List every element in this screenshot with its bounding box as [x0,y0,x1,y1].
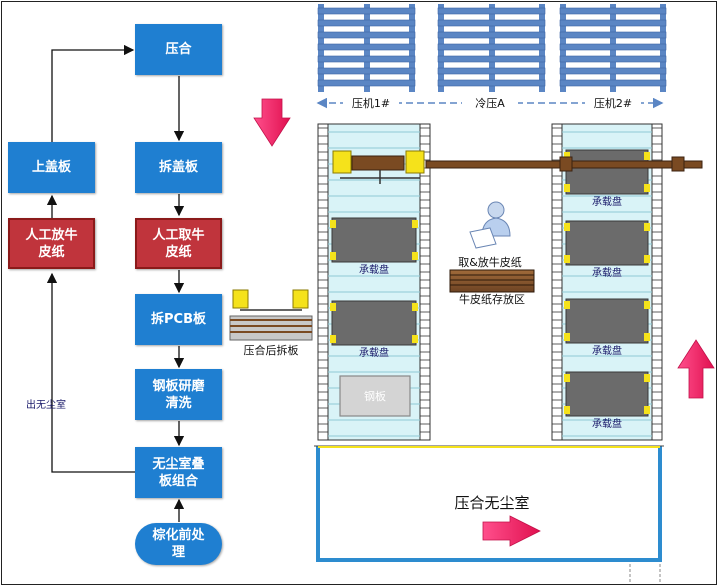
steel-plate-label: 钢板 [364,389,386,403]
cleanroom-border [316,446,662,562]
paper-storage-stack [449,269,535,293]
carrier-label: 承载盘 [359,263,389,276]
flow-node-put-cover: 上盖板 [8,142,95,193]
pink-up-arrow [677,339,715,399]
machine-label-press2: 压机2# [594,96,632,110]
carrier-tray: 承载盘 [330,217,418,276]
steel-plate [339,375,411,417]
carrier-tray: 承载盘 [564,371,650,430]
take-put-paper-label: 取&放牛皮纸 [458,255,522,269]
cleanroom-label: 压合无尘室 [454,494,529,512]
pink-right-arrow [482,515,541,547]
press-rack [437,4,546,92]
press-racks [317,4,667,92]
flow-node-remove-pcb: 拆PCB板 [135,294,222,345]
flow-node-remove-cover: 拆盖板 [135,142,222,193]
carrier-tray: 承载盘 [564,220,650,279]
flow-node-pre-treatment: 棕化前处 理 [135,523,222,565]
carrier-tray: 承载盘 [330,300,418,359]
arrow-stack-to-put-paper [46,272,135,473]
carrier-label: 承载盘 [592,417,622,430]
carrier-label: 承载盘 [359,346,389,359]
press-rack [317,4,416,92]
pink-down-arrow [253,98,291,147]
flow-node-manual-put-paper: 人工放牛 皮纸 [8,218,95,269]
carrier-tray: 承载盘 [564,298,650,357]
transfer-gantry [332,150,703,184]
flow-node-manual-take-paper: 人工取牛 皮纸 [135,218,222,269]
flow-node-steel-plate-clean: 钢板研磨 清洗 [135,369,222,420]
press-rack [559,4,667,92]
operator-icon [469,201,511,249]
carrier-label: 承载盘 [592,344,622,357]
machine-label-press1: 压机1# [352,96,390,110]
after-press-label: 压合后拆板 [244,343,299,357]
after-press-unloader [229,289,313,341]
carrier-tray: 承载盘 [564,149,650,208]
paper-storage-label: 牛皮纸存放区 [459,292,525,306]
flow-node-press: 压合 [135,24,222,75]
flow-node-cleanroom-stack: 无尘室叠 板组合 [135,447,222,498]
arrow-cover-to-press [51,44,135,142]
carrier-label: 承载盘 [592,266,622,279]
machine-label-cold-press: 冷压A [475,97,505,110]
flow-label-exit-cleanroom: 出无尘室 [26,400,66,411]
carrier-label: 承载盘 [592,195,622,208]
